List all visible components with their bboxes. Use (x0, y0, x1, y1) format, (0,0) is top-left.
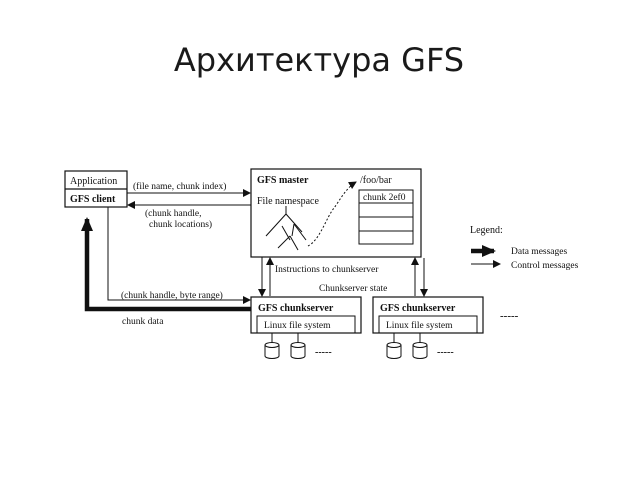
namespace-link-curve (307, 181, 357, 247)
chunk-label: chunk 2ef0 (363, 192, 406, 203)
application-label: Application (70, 176, 117, 187)
disk-icon (412, 342, 428, 359)
chunkserver-2-fs: Linux file system (386, 320, 453, 331)
namespace-tree-icon (265, 206, 307, 251)
chunkserver-1-ellipsis: ----- (315, 347, 332, 358)
legend-control-label: Control messages (511, 261, 579, 271)
master-title: GFS master (257, 175, 309, 186)
file-request-label: (file name, chunk index) (133, 181, 226, 192)
chunk-data-label: chunk data (122, 317, 164, 327)
slide-title: Архитектура GFS (173, 41, 465, 79)
chunkserver-2: GFS chunkserver Linux file system ----- (372, 296, 484, 359)
legend-title: Legend: (470, 225, 503, 236)
master-box: GFS master File namespace /foo/bar chunk… (250, 168, 422, 258)
chunkserver-1-fs: Linux file system (264, 320, 331, 331)
chunkserver-1-title: GFS chunkserver (258, 303, 334, 314)
instructions-label: Instructions to chunkserver (275, 265, 379, 275)
disk-icon (386, 342, 402, 359)
client-box: Application GFS client (64, 170, 128, 208)
more-chunkservers: ----- (500, 310, 519, 322)
chunk-reply-label-2: chunk locations) (149, 219, 212, 230)
chunkserver-2-ellipsis: ----- (437, 347, 454, 358)
disk-icon (290, 342, 306, 359)
chunk-reply-label-1: (chunk handle, (145, 208, 201, 219)
legend: Legend: Data messages Control messages (470, 225, 579, 271)
path-label: /foo/bar (360, 175, 392, 186)
gfs-client-label: GFS client (70, 194, 116, 205)
namespace-label: File namespace (257, 196, 319, 207)
chunkserver-2-title: GFS chunkserver (380, 303, 456, 314)
disk-icon (264, 342, 280, 359)
byte-range-label: (chunk handle, byte range) (121, 290, 223, 301)
byte-range-arrow (107, 207, 251, 304)
state-label: Chunkserver state (319, 284, 387, 294)
legend-data-label: Data messages (511, 247, 567, 257)
chunk-data-arrow (81, 217, 251, 312)
chunkserver-1: GFS chunkserver Linux file system ----- (250, 296, 362, 359)
